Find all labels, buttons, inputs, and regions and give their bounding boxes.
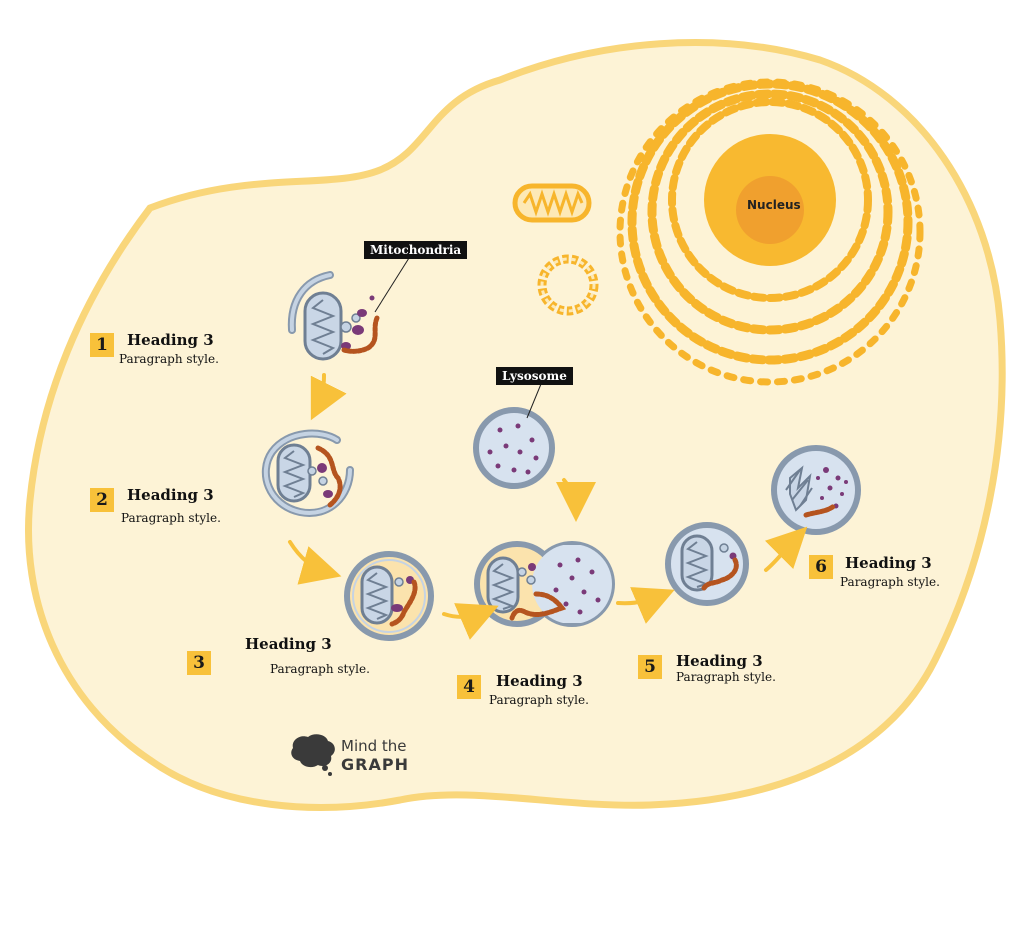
step-4-heading: Heading 3 bbox=[496, 672, 583, 690]
nucleus-label: Nucleus bbox=[747, 198, 801, 212]
nucleus bbox=[704, 134, 836, 266]
step6-degradation bbox=[771, 445, 861, 535]
step-6-heading: Heading 3 bbox=[845, 554, 932, 572]
logo-text-line1: Mind the bbox=[341, 737, 407, 755]
lysosome-label: Lysosome bbox=[496, 367, 573, 385]
step-6-number: 6 bbox=[809, 555, 833, 579]
step-2-number: 2 bbox=[90, 488, 114, 512]
step-2-heading: Heading 3 bbox=[127, 486, 214, 504]
step-4-paragraph: Paragraph style. bbox=[489, 693, 589, 707]
endoplasmic-reticulum bbox=[616, 78, 924, 386]
step2-phagophore bbox=[261, 429, 354, 517]
lysosome bbox=[473, 407, 555, 489]
lysosome-callout-line bbox=[526, 383, 542, 419]
logo-text-line2: GRAPH bbox=[341, 755, 409, 774]
step-1-paragraph: Paragraph style. bbox=[119, 352, 219, 366]
step-2-paragraph: Paragraph style. bbox=[121, 511, 221, 525]
mind-the-graph-logo-mark bbox=[291, 734, 335, 776]
step-3-paragraph: Paragraph style. bbox=[270, 662, 370, 676]
mitochondria-callout-line bbox=[374, 257, 410, 313]
step-5-paragraph: Paragraph style. bbox=[676, 670, 776, 684]
process-arrows bbox=[288, 373, 808, 640]
step-1-heading: Heading 3 bbox=[127, 331, 214, 349]
step1-phagophore bbox=[287, 271, 380, 361]
cell-mitochondrion bbox=[512, 183, 592, 223]
step-5-number: 5 bbox=[638, 655, 662, 679]
step4-fusion bbox=[474, 541, 615, 627]
step5-autolysosome bbox=[665, 522, 749, 606]
step-5-heading: Heading 3 bbox=[676, 652, 763, 670]
step-4-number: 4 bbox=[457, 675, 481, 699]
centriole-ring bbox=[537, 254, 599, 316]
step-6-paragraph: Paragraph style. bbox=[840, 575, 940, 589]
step-3-number: 3 bbox=[187, 651, 211, 675]
step-3-heading: Heading 3 bbox=[245, 635, 332, 653]
step3-autophagosome bbox=[344, 551, 434, 641]
mitochondria-label: Mitochondria bbox=[364, 241, 468, 259]
step-1-number: 1 bbox=[90, 333, 114, 357]
